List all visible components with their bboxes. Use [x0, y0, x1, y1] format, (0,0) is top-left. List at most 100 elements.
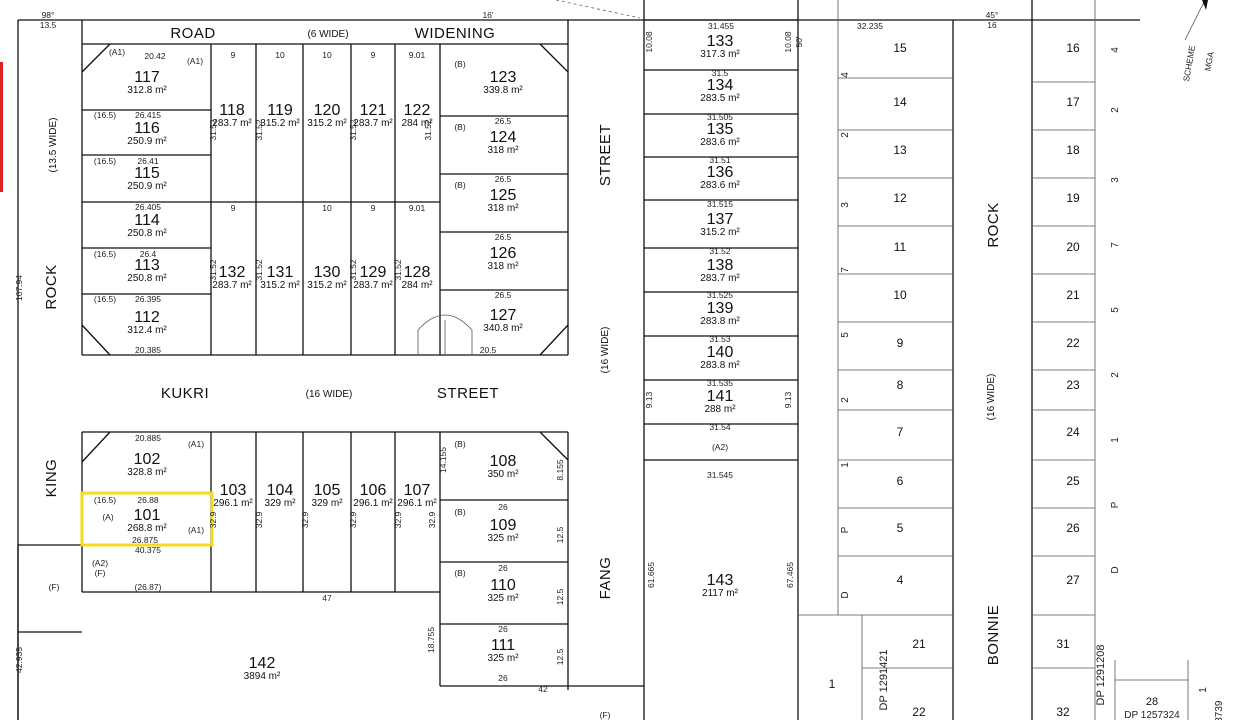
lot-123-number: 123 [490, 69, 517, 86]
right-columns-lines [798, 77, 1188, 681]
dim-9d: 9 [371, 203, 376, 213]
lot-18-number: 18 [1066, 143, 1080, 157]
lot-130-area: 315.2 m² [307, 280, 347, 291]
dim-3152h: 31.52 [393, 259, 403, 281]
dim-26395: 26.395 [135, 294, 161, 304]
dim-913a: 9.13 [644, 391, 654, 408]
dim-26875: 26.875 [132, 535, 158, 545]
dim-20385: 20.385 [135, 345, 161, 355]
lot-26-number: 26 [1066, 521, 1080, 535]
lot-111-number: 111 [491, 637, 515, 654]
lot-131-area: 315.2 m² [260, 280, 300, 291]
dim-26d: 26 [498, 673, 508, 683]
road-label-bonnie-width: (16 WIDE) [986, 374, 997, 421]
road-label-road: ROAD [170, 25, 215, 42]
lot-138-area: 283.7 m² [700, 273, 740, 284]
lot-115-number: 115 [134, 165, 160, 182]
lot-124-area: 318 m² [487, 145, 519, 156]
dim-165-113: (16.5) [94, 249, 116, 259]
dim-3152c: 31.52 [348, 119, 358, 141]
lot-105-area: 329 m² [311, 498, 343, 509]
dim-top-98: 98° [42, 10, 55, 20]
north-scheme: SCHEME [1181, 44, 1197, 82]
dim-9b: 9 [371, 50, 376, 60]
dim-205: 20.5 [480, 345, 497, 355]
lot-14-number: 14 [893, 95, 907, 109]
lot-111-area: 325 m² [487, 653, 519, 664]
lot-108-area: 350 m² [487, 469, 519, 480]
lot-32: 32 [1056, 705, 1070, 719]
dp-right-letter: P [1110, 501, 1121, 508]
code-a1-101: (A1) [188, 525, 204, 535]
lot-120-area: 315.2 m² [307, 118, 347, 129]
dim-125b: 12.5 [555, 588, 565, 605]
lot-5-number: 5 [897, 521, 904, 535]
lot-139-area: 283.8 m² [700, 316, 740, 327]
block-c-lines [644, 19, 798, 425]
lot-21: 21 [912, 637, 926, 651]
lot-22: 22 [912, 705, 926, 719]
lot-135-area: 283.6 m² [700, 137, 740, 148]
dim-3152f: 31.52 [254, 259, 264, 281]
dim-47: 47 [322, 593, 332, 603]
dim-40375: 40.375 [135, 545, 161, 555]
lot-103-number: 103 [220, 482, 247, 499]
dim-50: 50' [794, 36, 804, 47]
dim-2042: 20.42 [144, 51, 166, 61]
lot-104-number: 104 [267, 482, 294, 499]
lot-125-area: 318 m² [487, 203, 519, 214]
dp-left-letter: D [840, 591, 851, 598]
dim-265d: 26.5 [495, 290, 512, 300]
dim-1008b: 10.08 [783, 31, 793, 53]
dim-18755: 18.755 [426, 627, 436, 653]
lot-15-number: 15 [893, 41, 907, 55]
dim-top-135: 13.5 [40, 20, 57, 30]
code-b-125: (B) [454, 180, 466, 190]
lot-143-number: 143 [707, 572, 734, 589]
code-b-108: (B) [454, 439, 466, 449]
lot-4-number: 4 [897, 573, 904, 587]
dim-20885: 20.885 [135, 433, 161, 443]
dim-8155: 8.155 [555, 459, 565, 481]
lot-16-number: 16 [1066, 41, 1080, 55]
dim-165-112: (16.5) [94, 294, 116, 304]
lot-1: 1 [829, 677, 836, 691]
lot-119-number: 119 [267, 102, 293, 119]
lot-133-number: 133 [707, 33, 734, 50]
dp-1253739: 1253739 [1214, 700, 1225, 720]
lot-9-number: 9 [897, 336, 904, 350]
dim-3152d: 31.52 [423, 119, 433, 141]
lot-113-number: 113 [134, 257, 160, 274]
lot-115-area: 250.9 m² [127, 181, 167, 192]
dim-9a: 9 [231, 50, 236, 60]
code-a2: (A2) [712, 442, 728, 452]
road-label-kukri: KUKRI [161, 385, 209, 402]
dim-31525: 31.525 [707, 290, 733, 300]
bottom-right-block: DP 1291421 DP 1291208 21 22 31 32 1 28 D… [829, 637, 1225, 720]
dp-left-digit: 1 [840, 462, 851, 468]
lot-141-area: 288 m² [704, 404, 736, 415]
dim-10c: 10 [322, 203, 332, 213]
lot-118-area: 283.7 m² [212, 118, 252, 129]
dim-10b: 10 [322, 50, 332, 60]
lot-127-area: 340.8 m² [483, 323, 523, 334]
lot-106-area: 296.1 m² [353, 498, 393, 509]
dim-315: 31.5 [712, 68, 729, 78]
road-label-king-width: (13.5 WIDE) [48, 117, 59, 172]
dim-913b: 9.13 [783, 391, 793, 408]
dim-31505: 31.505 [707, 112, 733, 122]
dp-1291421: DP 1291421 [878, 650, 890, 711]
code-f-bottom: (F) [600, 710, 611, 720]
lot-140-area: 283.8 m² [700, 360, 740, 371]
dp-1291208: DP 1291208 [1095, 645, 1107, 706]
lot-101-highlight[interactable] [80, 491, 214, 547]
dp-right-digit: 1 [1110, 437, 1121, 443]
lot-137-number: 137 [707, 211, 734, 228]
lot-128-area: 284 m² [401, 280, 433, 291]
dim-3152a: 31.52 [208, 119, 218, 141]
lot-112-number: 112 [134, 309, 160, 326]
lot-109-area: 325 m² [487, 533, 519, 544]
dp-1253739-top: 1 [1198, 687, 1209, 693]
dp-right-digit: 2 [1110, 107, 1121, 113]
